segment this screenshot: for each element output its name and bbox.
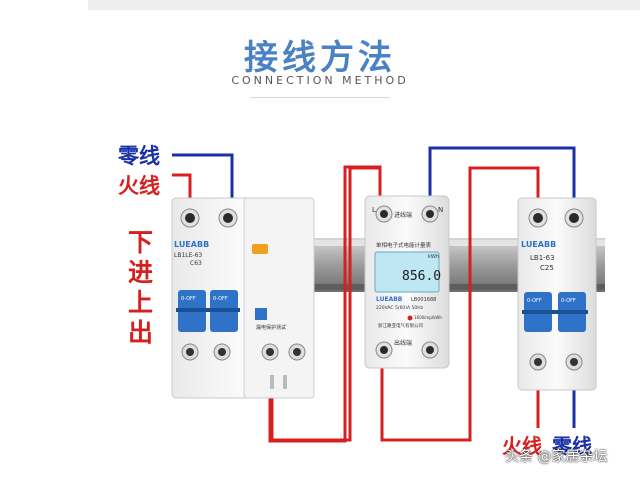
din-rail-lip — [300, 240, 605, 246]
meter-maker: 浙江路亚电气有限公司 — [378, 324, 423, 329]
rcbo-breaker — [171, 197, 315, 399]
meter-bottom-neutral-wire — [430, 364, 455, 425]
title-divider — [250, 97, 390, 98]
meter-unit: kWh — [428, 254, 440, 260]
live-out-label: 火线 — [502, 434, 542, 458]
mcb-breaker — [517, 197, 597, 391]
mcb-switch-2-label: 0-OFF — [561, 298, 576, 304]
mcb-rating: C25 — [540, 264, 554, 272]
watermark: 头条 @家居杂坛 — [505, 449, 608, 465]
rcbo-model: LB1LE-63 — [174, 252, 203, 259]
down-in-up-out-label: 下进上出 — [128, 228, 154, 347]
rcbo-live-out — [268, 165, 382, 443]
energy-meter — [364, 195, 450, 369]
neutral-out-label: 零线 — [552, 434, 592, 458]
meter-bottom-live-wire — [380, 166, 540, 442]
mcb-body — [517, 197, 597, 391]
rcbo-indicator — [252, 244, 268, 254]
meter-reading: 856.0 — [402, 269, 442, 284]
top-bar — [88, 0, 640, 10]
rcbo-test-label: 漏电保护测试 — [256, 325, 287, 331]
meter-inlet-label: 进线端 — [394, 212, 413, 219]
meter-screen — [374, 251, 440, 293]
page-subtitle: CONNECTION METHOD — [231, 74, 409, 87]
live-in-label: 火线 — [118, 174, 160, 198]
rcbo-switch-1-label: 0-OFF — [181, 296, 196, 302]
meter-terminal-L: L — [372, 206, 376, 214]
meter-to-mcb-wires — [380, 146, 576, 442]
neutral-in-label: 零线 — [118, 144, 160, 168]
meter-N-top-wire — [428, 146, 576, 210]
rcbo-rcd-module — [243, 197, 315, 399]
meter-terminal-N: N — [438, 206, 444, 214]
din-rail-lip-bottom — [300, 284, 605, 290]
mcb-model: LB1-63 — [530, 254, 555, 262]
meter-brand: LUEABB — [376, 296, 403, 303]
rcbo-switch-2-label: 0-OFF — [213, 296, 228, 302]
neutral-in-wire — [172, 153, 234, 212]
meter-model: LB001688 — [411, 297, 437, 303]
meter-pulse: 1600imp/kWh — [414, 315, 442, 320]
page-title: 接线方法 — [244, 38, 396, 78]
meter-pulse-led — [407, 315, 413, 321]
wire-set-2 — [268, 165, 382, 443]
mcb-switch-1-label: 0-OFF — [527, 298, 542, 304]
meter-spec: 220VAC 5(60)A 50Hz — [376, 306, 424, 311]
rcbo-test-button — [255, 308, 267, 320]
meter-name: 单相电子式电能计量表 — [376, 243, 432, 249]
mcb-brand: LUEABB — [521, 240, 557, 249]
rcbo-rating: C63 — [190, 260, 202, 267]
rcbo-brand: LUEABB — [174, 240, 210, 249]
meter-outlet-label: 出线端 — [394, 340, 413, 347]
